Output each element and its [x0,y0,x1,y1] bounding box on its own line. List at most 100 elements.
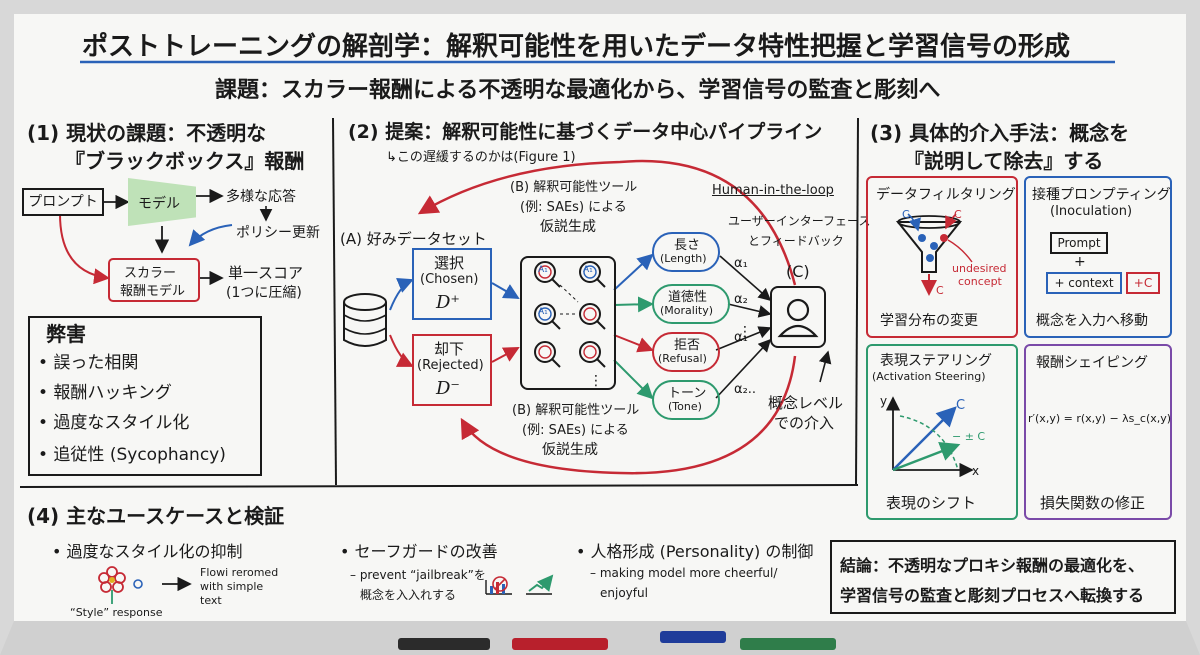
filter-title: データフィルタリング [876,187,1016,203]
filter-c-blue: C [902,208,910,221]
alpha-label: α₁ [734,330,748,345]
inoc-c-box: +C [1126,272,1160,294]
feature-tone-en: (Tone) [668,400,702,413]
use-case-style: • 過度なスタイル化の抑制 [52,542,243,561]
single-score-line2: (1つに圧縮) [226,285,302,301]
green-marker[interactable] [740,638,836,650]
dataset-label: (A) 好みデータセット [340,230,487,248]
svg-text:⋮: ⋮ [589,373,603,389]
s2-note: ↳この遅緩するのかは(Figure 1) [386,150,576,165]
use-case-personality: • 人格形成 (Personality) の制御 [576,542,814,561]
reward-model-line2: 報酬モデル [120,284,186,299]
style-note-line2: with simple [200,580,264,593]
inoc-plus: + [1074,254,1086,270]
s1-title-line1: (1) 現状の課題：不透明な [27,121,267,145]
page-title: ポストトレーニングの解剖学：解釈可能性を用いたデータ特性把握と学習信号の形成 [82,32,1071,62]
inoculation-title-line2: (Inoculation) [1050,204,1133,219]
feature-length-en: (Length) [660,252,707,265]
single-score-line1: 単一スコア [228,264,304,282]
filter-c-out: C [936,284,944,297]
harms-title: 弊害 [42,318,90,347]
prompt-box: プロンプト [22,188,104,216]
inoculation-title-line1: 接種プロンプティング [1032,187,1171,203]
policy-update: ポリシー更新 [236,225,320,241]
tools-bottom-line3: 仮説生成 [542,442,598,458]
steering-axis-x: x [972,464,980,478]
feature-tone-jp: トーン [668,386,707,401]
model-label: モデル [138,196,180,212]
reward-shaping-title: 報酬シェイピング [1036,355,1148,371]
s4-title: (4) 主なユースケースと検証 [27,504,285,528]
feature-length [652,232,720,272]
steering-title-line1: 表現ステアリング [880,353,992,369]
conclusion-line1: 結論：不透明なプロキシ報酬の最適化を、 [840,556,1145,575]
human-box [770,286,826,348]
alpha-label: α₂ [734,292,748,307]
personality-note-line2: enjoyful [600,586,648,600]
concept-level-line2: での介入 [774,414,835,432]
chosen-jp: 選択 [434,254,465,272]
s3-title-line2: 『説明して除去』する [904,149,1104,173]
alpha-label: α₂.. [734,382,757,397]
filter-card [866,176,1018,338]
safeguard-note-line1: – prevent “jailbreak”を [350,568,486,582]
chosen-box [412,248,492,320]
harm-item: • 誤った相関 [38,353,139,373]
tools-top-line1: (B) 解釈可能性ツール [510,180,638,195]
magnifier-label: A₁ [583,265,593,275]
s3-title-line1: (3) 具体的介入手法：概念を [870,121,1130,145]
conclusion-line2: 学習信号の監査と彫刻プロセスへ転換する [840,586,1145,605]
inoc-prompt-box: Prompt [1050,232,1108,254]
rejected-symbol: D⁻ [436,378,460,399]
inoculation-card [1024,176,1172,338]
chosen-en: (Chosen) [420,272,479,287]
safeguard-note-line2: 概念を入入れする [360,588,457,602]
feature-refusal-jp: 拒否 [674,338,701,353]
steering-caption: 表現のシフト [886,494,977,512]
filter-undesired: undesired [952,262,1007,275]
filter-concept: concept [958,275,1002,288]
blue-marker[interactable] [660,631,726,643]
inoc-context-box: + context [1046,272,1122,294]
conclusion-box [830,540,1176,614]
reward-model-line1: スカラー [124,266,177,281]
steering-c: C [956,398,966,413]
feature-morality-jp: 道徳性 [668,290,708,305]
reward-shaping-card [1024,344,1172,520]
svg-text:⋮: ⋮ [738,324,752,340]
feature-morality-en: (Morality) [660,304,714,317]
steering-axis-y: y [880,394,888,408]
steering-card [866,344,1018,520]
red-marker[interactable] [512,638,608,650]
harm-item: • 追従性 (Sycophancy) [38,445,226,465]
reward-model-box [108,258,200,302]
rejected-jp: 却下 [434,340,465,358]
harm-item: • 過度なスタイル化 [38,413,190,433]
filter-c-red: C [954,208,962,221]
style-response-caption: “Style” response [70,606,163,619]
c-label: (C) [786,262,810,281]
use-case-safeguard: • セーフガードの改善 [340,542,498,561]
black-marker[interactable] [398,638,490,650]
harm-item: • 報酬ハッキング [38,383,172,403]
model-trapezoid [128,178,196,226]
diverse-responses: 多様な応答 [226,189,296,205]
personality-note-line1: – making model more cheerful/ [590,566,778,580]
feature-length-jp: 長さ [674,238,701,253]
style-note-line3: text [200,594,222,607]
style-note-line1: Flowi reromed [200,566,279,579]
feature-refusal [652,332,720,372]
hitl-label: Human-in-the-loop [712,183,834,198]
magnifier-label: A₁ [538,307,548,317]
reward-shaping-caption: 損失関数の修正 [1040,494,1146,512]
tools-top-line2: (例: SAEs) による [520,200,627,215]
steering-title-line2: (Activation Steering) [872,370,986,383]
tools-top-line3: 仮説生成 [540,219,596,235]
alpha-label: α₁ [734,256,748,271]
feature-refusal-en: (Refusal) [658,352,707,365]
steering-pm-c: − ± C [952,430,986,443]
feature-tone [652,380,720,420]
inoculation-caption: 概念を入力へ移動 [1036,313,1148,329]
